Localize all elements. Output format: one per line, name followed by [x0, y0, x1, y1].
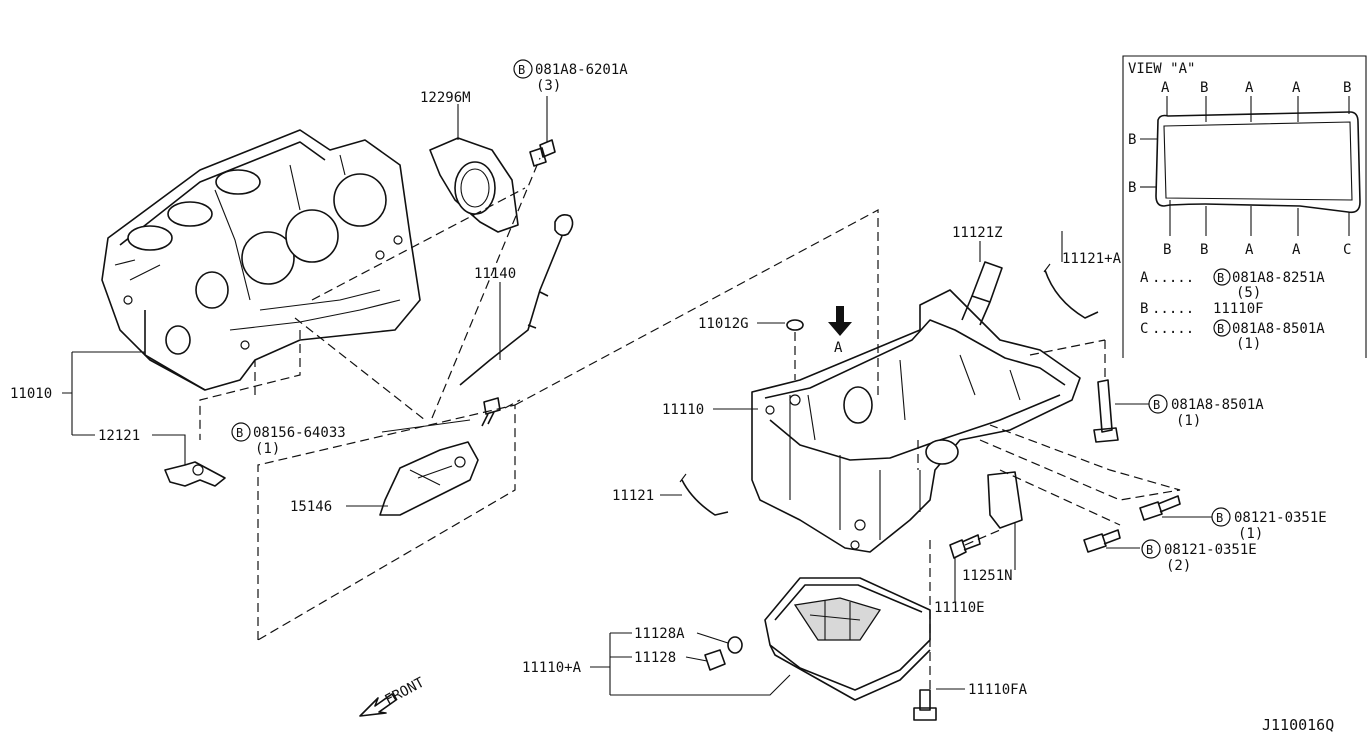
- bolt-081A8-8501A-drawing: [1093, 379, 1119, 443]
- callout-11110+A: 11110+A: [522, 660, 582, 676]
- callout-qty: (1): [1238, 526, 1263, 542]
- diagram-code: J110016Q: [1262, 716, 1334, 734]
- part-11121Z-drawing: [961, 261, 1003, 326]
- callout-part-number: 08121-0351E: [1234, 510, 1327, 526]
- front-label: FRONT: [382, 674, 427, 708]
- view-a-letter: A: [1292, 242, 1301, 258]
- callout-labels: B 081A8-6201A (3) 12296M 11140 11010 121…: [10, 59, 1327, 698]
- legend-dots: .....: [1152, 270, 1194, 286]
- legend-dots: .....: [1152, 301, 1194, 317]
- callout-part-number: 081A8-6201A: [535, 62, 628, 78]
- callout-qty: (2): [1166, 558, 1191, 574]
- view-a-letter: A: [1161, 80, 1170, 96]
- view-arrow-a-label: A: [834, 340, 843, 356]
- callout-11140: 11140: [474, 266, 516, 282]
- bolt-mark-icon: B: [1153, 398, 1160, 412]
- callout-part-number: 081A8-8501A: [1171, 397, 1264, 413]
- front-arrow: FRONT: [359, 674, 428, 717]
- bolt-081A8-6201A-drawing: [529, 139, 556, 167]
- callout-11121Z: 11121Z: [952, 225, 1003, 241]
- legend-part: 11110F: [1213, 301, 1264, 317]
- bolt-08121-0351E-2-drawing: [1083, 529, 1121, 553]
- callout-11121: 11121: [612, 488, 654, 504]
- callout-11110: 11110: [662, 402, 704, 418]
- view-a-bottom-letters: B B A A C: [1163, 242, 1351, 258]
- part-11140-drawing: [459, 214, 574, 386]
- view-a-letter: B: [1128, 180, 1136, 196]
- callout-part-number: 08156-64033: [253, 425, 346, 441]
- part-15146-drawing: [379, 441, 479, 516]
- legend-dots: .....: [1152, 321, 1194, 337]
- callout-15146: 15146: [290, 499, 332, 515]
- part-11121+A-drawing: [1043, 263, 1099, 319]
- part-11128A-drawing: [727, 636, 743, 654]
- part-12121-drawing: [164, 461, 226, 487]
- assembly-lines: [199, 157, 1181, 690]
- callout-11010: 11010: [10, 386, 52, 402]
- view-a-left-letters: B B: [1128, 132, 1136, 196]
- legend-key: B: [1140, 301, 1148, 317]
- callout-11251N: 11251N: [962, 568, 1013, 584]
- view-a-letter: B: [1200, 242, 1208, 258]
- legend-qty: (1): [1236, 336, 1261, 352]
- leader-lines: [62, 96, 1212, 696]
- callout-11110E: 11110E: [934, 600, 985, 616]
- part-11110+A-drawing: [764, 577, 931, 701]
- callout-part-number: 08121-0351E: [1164, 542, 1257, 558]
- view-a-letter: B: [1128, 132, 1136, 148]
- view-arrow-a-icon: [828, 306, 852, 336]
- callout-qty: (1): [1176, 413, 1201, 429]
- legend-part: 081A8-8251A: [1232, 270, 1325, 286]
- part-11121-drawing: [679, 473, 729, 516]
- callout-11012G: 11012G: [698, 316, 749, 332]
- callout-11128: 11128: [634, 650, 676, 666]
- callout-081A8-8501A: B 081A8-8501A (1): [1148, 394, 1264, 429]
- bolt-mark-icon: B: [236, 426, 243, 440]
- callout-11128A: 11128A: [634, 626, 685, 642]
- callout-qty: (1): [255, 441, 280, 457]
- part-11110E-drawing: [949, 534, 981, 559]
- bolt-mark-icon: B: [1146, 543, 1153, 557]
- view-a-top-letters: A B A A B: [1161, 80, 1351, 96]
- view-a-panel: VIEW "A" A B A A B B B: [1122, 55, 1367, 358]
- part-11110FA-drawing: [913, 689, 937, 721]
- view-a-letter: B: [1200, 80, 1208, 96]
- view-a-gasket-outline: [1155, 111, 1361, 214]
- callout-12296M: 12296M: [420, 90, 471, 106]
- view-a-letter: C: [1343, 242, 1351, 258]
- legend-key: C: [1140, 321, 1148, 337]
- callout-08121-0351E-2: B 08121-0351E (2): [1141, 539, 1257, 574]
- callout-qty: (3): [536, 78, 561, 94]
- legend-part: 081A8-8501A: [1232, 321, 1325, 337]
- cylinder-block-drawing: [101, 129, 421, 391]
- bolt-08156-64033-drawing: [481, 397, 501, 427]
- bolt-08121-0351E-1-drawing: [1139, 495, 1181, 521]
- callout-08121-0351E-1: B 08121-0351E (1): [1211, 507, 1327, 542]
- callout-11110FA: 11110FA: [968, 682, 1028, 698]
- callout-12121: 12121: [98, 428, 140, 444]
- view-a-letter: A: [1292, 80, 1301, 96]
- bolt-mark-icon: B: [1216, 511, 1223, 525]
- callout-08156-64033: B 08156-64033 (1): [231, 422, 346, 457]
- part-11012G-drawing: [786, 319, 804, 331]
- view-a-letter: B: [1163, 242, 1171, 258]
- bolt-mark-icon: B: [1217, 271, 1224, 285]
- view-a-letter: A: [1245, 80, 1254, 96]
- view-a-legend: A ..... B 081A8-8251A (5) B ..... 11110F…: [1140, 268, 1325, 352]
- bolt-mark-icon: B: [518, 63, 525, 77]
- view-a-letter: B: [1343, 80, 1351, 96]
- part-12296M-drawing: [429, 137, 519, 233]
- callout-081A8-6201A: B 081A8-6201A (3): [513, 59, 628, 94]
- part-11128-drawing: [704, 649, 726, 671]
- part-11110-drawing: [751, 289, 1081, 553]
- view-a-title: VIEW "A": [1128, 61, 1195, 77]
- front-arrow-icon: [359, 693, 397, 717]
- part-11251N-drawing: [987, 471, 1023, 529]
- legend-key: A: [1140, 270, 1149, 286]
- legend-qty: (5): [1236, 285, 1261, 301]
- bolt-mark-icon: B: [1217, 322, 1224, 336]
- callout-11121+A: 11121+A: [1062, 251, 1122, 267]
- view-a-letter: A: [1245, 242, 1254, 258]
